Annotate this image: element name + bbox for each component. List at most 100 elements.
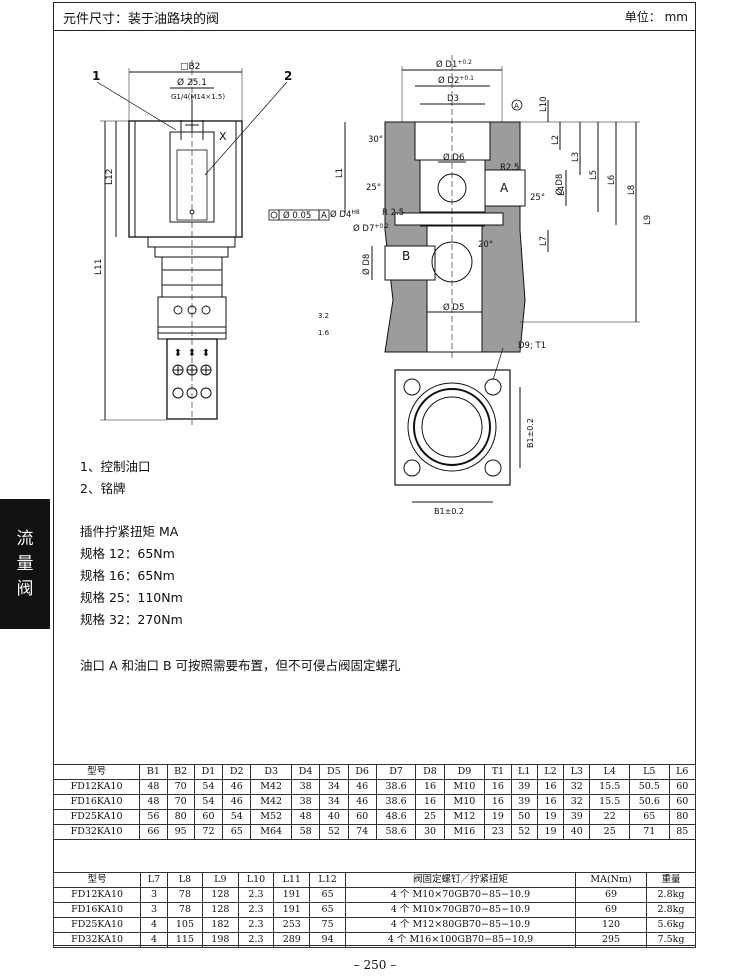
dim-r25a: R2.5 [500, 163, 519, 173]
dimension-table-1: 型号 B1 B2 D1 D2 D3 D4 D5 D6 D7 D8 D9 T1 L… [52, 764, 697, 840]
dim-d5: Ø D5 [443, 302, 464, 313]
table-cell: 54 [193, 794, 224, 810]
table-cell: 32 [563, 794, 591, 810]
table-cell: 69 [575, 887, 647, 903]
remark: 油口 A 和油口 B 可按照需要布置，但不可侵占阀固定螺孔 [80, 658, 401, 673]
table-cell: 48 [139, 794, 168, 810]
table-header-cell: D7 [375, 764, 417, 780]
dim-l7: L7 [539, 236, 549, 246]
table-cell: 75 [309, 917, 346, 933]
table-cell: 56 [139, 809, 168, 825]
table-cell: 4 [140, 932, 168, 948]
table-header-row: 型号 L7 L8 L9 L10 L11 L12 阀固定螺钉／拧紧扭矩 MA(Nm… [52, 872, 697, 888]
table-cell: 39 [510, 779, 538, 795]
legend-item: 2、铭牌 [80, 481, 126, 496]
table-cell: 120 [575, 917, 647, 933]
table-header-cell: L3 [563, 764, 591, 780]
dim-r25b: R 2.5 [382, 208, 404, 218]
table-cell: 295 [575, 932, 647, 948]
table-cell: 22 [589, 809, 631, 825]
table-cell: 38.6 [375, 779, 417, 795]
table-header-cell: D9 [443, 764, 486, 780]
table-cell: 2.3 [237, 917, 275, 933]
torque-item: 规格 32：270Nm [80, 612, 183, 627]
table-header-cell: D4 [290, 764, 321, 780]
dim-l8: L8 [627, 185, 637, 195]
table-cell: 19 [536, 824, 565, 840]
table-cell: 54 [222, 809, 252, 825]
table-cell: 46 [347, 794, 377, 810]
table-cell: FD32KA10 [52, 932, 142, 948]
table-cell: 78 [166, 887, 204, 903]
table-cell: 70 [166, 794, 195, 810]
table-cell: 182 [202, 917, 239, 933]
table-cell: 46 [347, 779, 377, 795]
table-header-cell: MA(Nm) [575, 872, 647, 888]
table-cell: 19 [484, 809, 512, 825]
table-cell: 65 [309, 887, 346, 903]
table-header-cell: L8 [166, 872, 204, 888]
table-cell: 198 [202, 932, 239, 948]
torque-item: 规格 16：65Nm [80, 568, 175, 583]
table-cell: M64 [250, 824, 292, 840]
dim-l2: L2 [551, 135, 561, 145]
table-header-cell: L7 [140, 872, 168, 888]
table-cell: 85 [668, 824, 697, 840]
dim-d2: Ø D2+0.1 [438, 75, 474, 86]
dim-l6: L6 [607, 175, 617, 185]
dim-b1-horizontal: B1±0.2 [434, 507, 464, 516]
table-cell: 40 [563, 824, 591, 840]
table-cell: 65 [309, 902, 346, 918]
table-header-cell: 型号 [52, 872, 142, 888]
table-cell: 4 个 M10×70GB70−85−10.9 [344, 902, 577, 918]
section-side-tab: 流 量 阀 [0, 499, 50, 629]
table-cell: 2.8kg [645, 902, 697, 918]
table-cell: 4 [140, 917, 168, 933]
dim-d4: Ø D4H8 [330, 209, 360, 220]
table-cell: 48 [139, 779, 168, 795]
valve-side-view: ⬍ ⬍ ⬍ [96, 60, 288, 425]
dim-l10: L10 [539, 96, 549, 112]
table-cell: M42 [250, 794, 292, 810]
table-cell: 38 [290, 779, 321, 795]
table-header-cell: L9 [202, 872, 239, 888]
table-cell: 65 [222, 824, 252, 840]
table-cell: 19 [536, 809, 565, 825]
table-cell: 52 [510, 824, 538, 840]
table-cell: FD32KA10 [52, 824, 141, 840]
table-cell: 34 [319, 779, 349, 795]
table-cell: 50.6 [629, 794, 670, 810]
table-cell: 4 个 M16×100GB70−85−10.9 [344, 932, 577, 948]
table-cell: 40 [319, 809, 349, 825]
table-cell: FD12KA10 [52, 887, 142, 903]
table-cell: 65 [629, 809, 670, 825]
table-header-cell: B2 [166, 764, 195, 780]
callout-2: 2 [284, 69, 292, 83]
table-header-cell: D5 [319, 764, 349, 780]
table-cell: 289 [273, 932, 311, 948]
dim-l12: L12 [105, 169, 115, 185]
port-a-label: A [500, 181, 509, 195]
side-tab-char: 量 [16, 553, 34, 574]
cavity-section [268, 55, 640, 360]
table-cell: 16 [415, 794, 445, 810]
table-header-cell: B1 [139, 764, 168, 780]
table-header-cell: L2 [536, 764, 565, 780]
unit-label: 单位： mm [624, 10, 688, 24]
table-header-cell: D1 [193, 764, 224, 780]
table-cell: 34 [319, 794, 349, 810]
table-header-cell: L10 [237, 872, 275, 888]
dim-x: X [219, 130, 227, 143]
table-header-cell: L12 [309, 872, 346, 888]
table-cell: 54 [193, 779, 224, 795]
dim-30: 30° [368, 135, 383, 145]
table-cell: 2.3 [237, 902, 275, 918]
table-cell: 50 [510, 809, 538, 825]
table-cell: 32 [563, 779, 591, 795]
table-header-cell: L6 [668, 764, 697, 780]
